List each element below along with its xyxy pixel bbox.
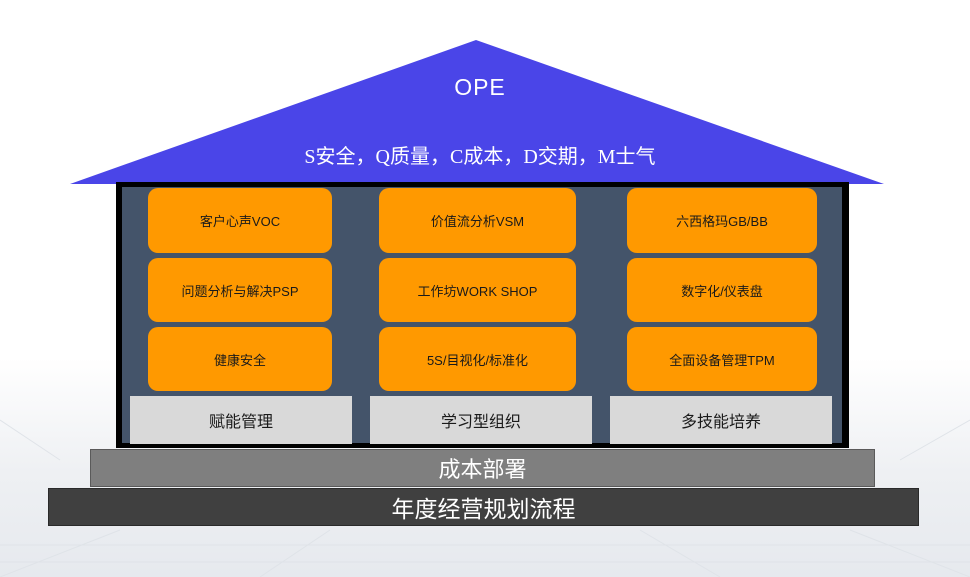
box-voc: 客户心声VOC [148,188,332,253]
pillar-learning-org: 学习型组织 [370,396,592,444]
box-workshop: 工作坊WORK SHOP [379,258,576,322]
pillar-enablement: 赋能管理 [130,396,352,444]
roof-triangle [70,40,884,184]
box-tpm: 全面设备管理TPM [627,327,817,391]
foundation-cost-deployment: 成本部署 [90,449,875,487]
box-digital-dashboard: 数字化/仪表盘 [627,258,817,322]
box-vsm: 价值流分析VSM [379,188,576,253]
roof-title: OPE [454,74,506,100]
roof [70,40,884,184]
box-5s: 5S/目视化/标准化 [379,327,576,391]
pillar-multiskill: 多技能培养 [610,396,832,444]
box-psp: 问题分析与解决PSP [148,258,332,322]
box-health-safety: 健康安全 [148,327,332,391]
roof-subtitle: S安全，Q质量，C成本，D交期，M士气 [304,146,656,168]
box-six-sigma: 六西格玛GB/BB [627,188,817,253]
foundation-annual-planning: 年度经营规划流程 [48,488,919,526]
